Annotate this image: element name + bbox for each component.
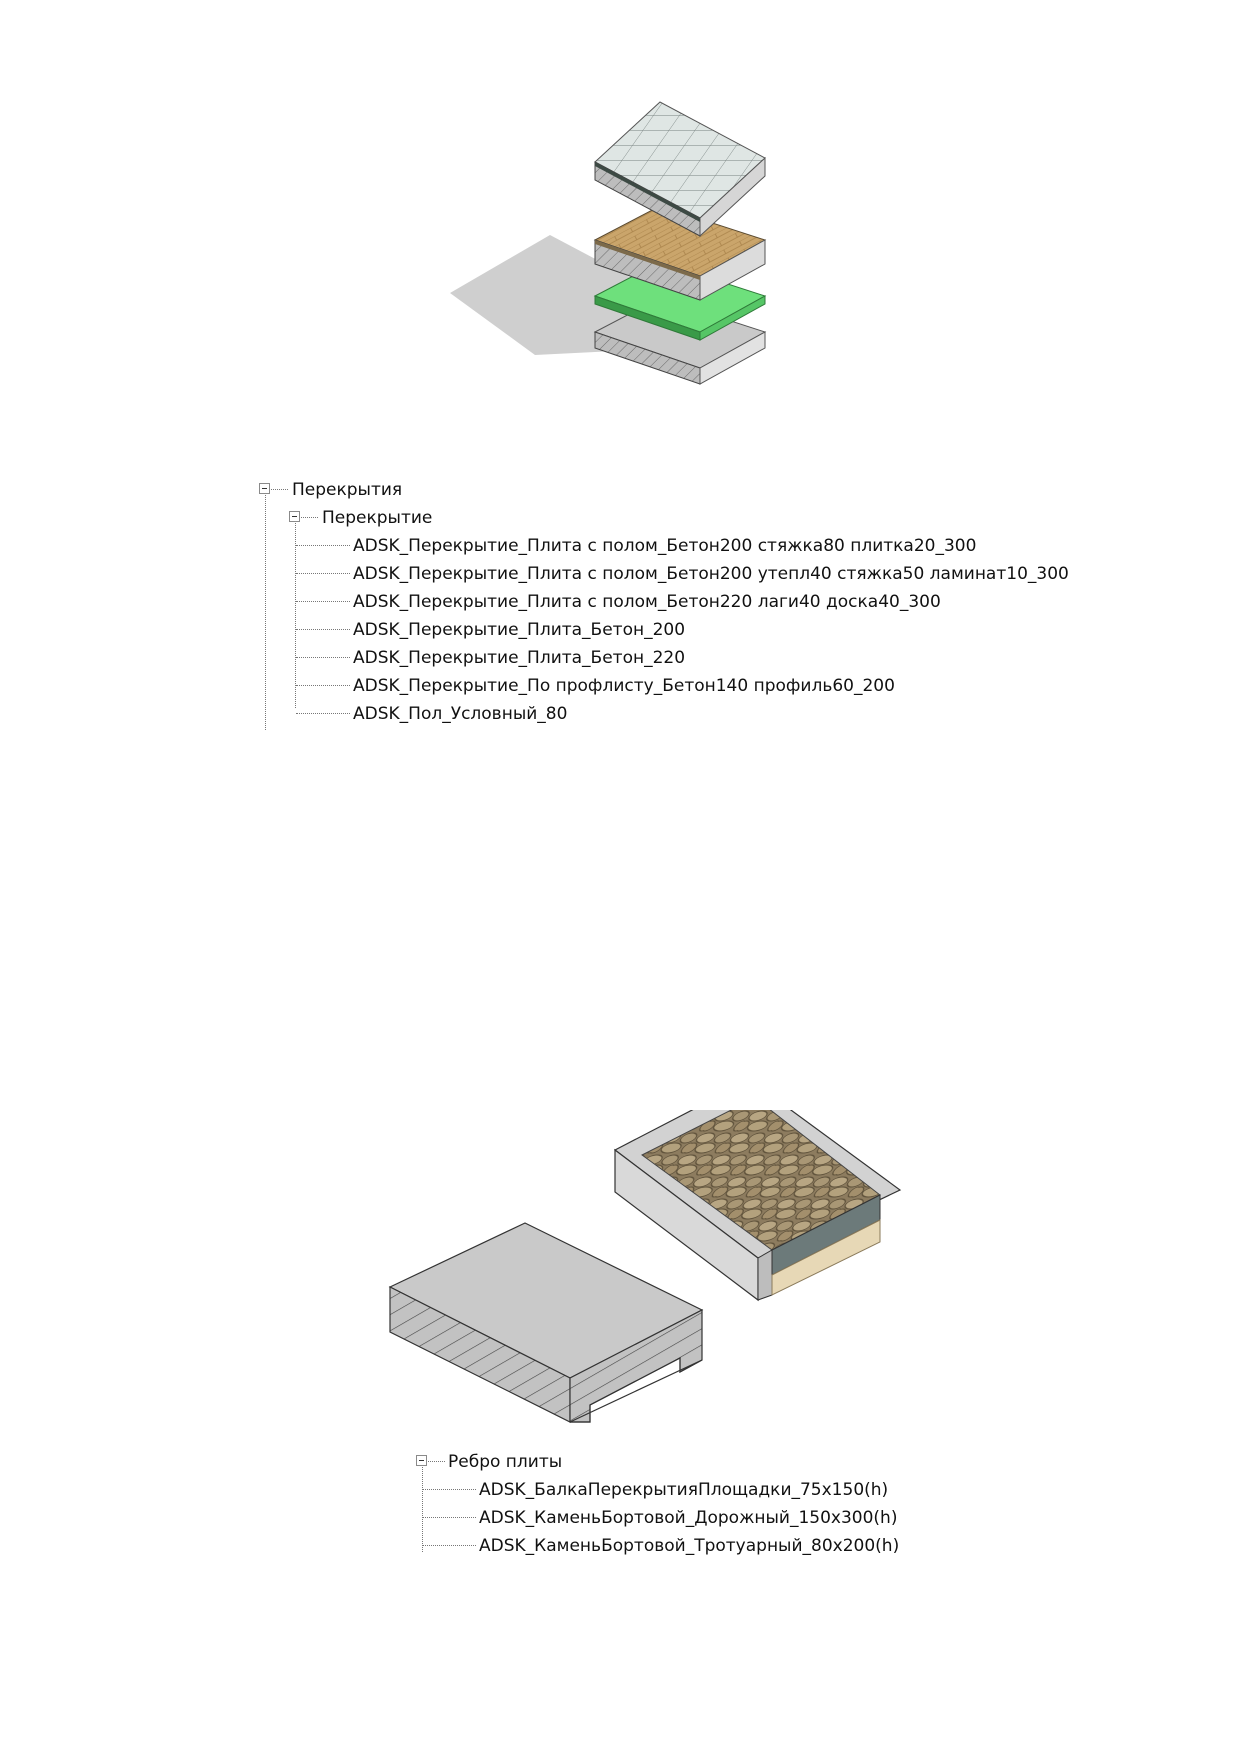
tree-connector [296,573,350,574]
tree-node-floor-group[interactable]: Перекрытие [322,508,433,528]
tree-guide [422,1462,423,1552]
tree-connector [296,713,350,714]
layer-tile [594,101,766,238]
tree-connector [296,657,350,658]
tree-item[interactable]: ADSK_Пол_Условный_80 [353,704,568,724]
tree-connector [296,629,350,630]
tree-item[interactable]: ADSK_Перекрытие_По профлисту_Бетон140 пр… [353,676,895,696]
tree-guide [265,490,266,730]
tree-connector [423,1489,476,1490]
curb-with-paving [613,1110,902,1302]
tree-node-floors-root[interactable]: Перекрытия [292,480,403,500]
collapse-toggle-icon[interactable] [416,1455,427,1466]
collapse-toggle-icon[interactable] [259,483,270,494]
tree-connector [423,1545,476,1546]
slab-edge-illustration [388,1110,902,1423]
tree-item[interactable]: ADSK_КаменьБортовой_Дорожный_150x300(h) [479,1508,898,1528]
tree-item[interactable]: ADSK_Перекрытие_Плита с полом_Бетон200 у… [353,564,1069,584]
tree-connector [301,517,318,518]
tree-item[interactable]: ADSK_Перекрытие_Плита с полом_Бетон220 л… [353,592,941,612]
tree-connector [296,685,350,686]
tree-item[interactable]: ADSK_БалкаПерекрытияПлощадки_75x150(h) [479,1480,889,1500]
cast-shadow [450,235,635,355]
edge-beam-slab [388,1222,704,1423]
tree-item[interactable]: ADSK_Перекрытие_Плита с полом_Бетон200 с… [353,536,977,556]
tree-connector [428,1461,445,1462]
tree-item[interactable]: ADSK_Перекрытие_Плита_Бетон_200 [353,620,686,640]
layer-insulation [593,261,767,341]
layer-wood [593,205,767,301]
tree-node-slab-edge-group[interactable]: Ребро плиты [448,1452,563,1472]
tree-item[interactable]: ADSK_Перекрытие_Плита_Бетон_220 [353,648,686,668]
tree-connector [296,545,350,546]
tree-connector [271,489,288,490]
tree-connector [296,601,350,602]
tree-connector [423,1517,476,1518]
collapse-toggle-icon[interactable] [289,511,300,522]
tree-guide [295,518,296,708]
floor-layers-illustration [450,101,767,385]
tree-item[interactable]: ADSK_КаменьБортовой_Тротуарный_80x200(h) [479,1536,900,1556]
